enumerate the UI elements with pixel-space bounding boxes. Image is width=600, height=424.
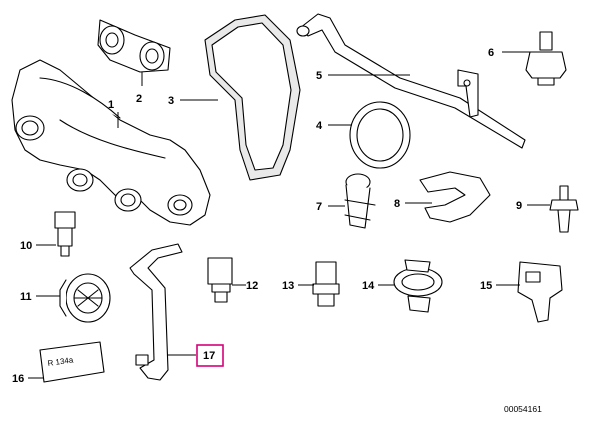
callout-11[interactable]: 11 xyxy=(20,291,32,303)
callout-2[interactable]: 2 xyxy=(136,93,142,105)
callout-8[interactable]: 8 xyxy=(394,198,400,210)
callout-3[interactable]: 3 xyxy=(168,95,174,107)
part-6-mount[interactable] xyxy=(525,31,567,86)
part-15-double-clip[interactable] xyxy=(517,261,563,323)
part-4-o-ring[interactable] xyxy=(349,101,411,169)
callout-17-highlight-box xyxy=(196,344,224,367)
part-16-label[interactable]: R 134a xyxy=(39,341,105,383)
callout-10[interactable]: 10 xyxy=(20,240,32,252)
callout-17[interactable]: 17 xyxy=(203,350,215,362)
callout-4[interactable]: 4 xyxy=(316,120,323,132)
part-9-rivet[interactable] xyxy=(549,185,579,233)
callout-5[interactable]: 5 xyxy=(316,70,322,82)
leader-lines xyxy=(28,51,550,379)
part-3-duct-cover[interactable] xyxy=(204,14,301,181)
part-17-pipe[interactable] xyxy=(129,243,183,381)
callout-9[interactable]: 9 xyxy=(516,200,522,212)
callout-7[interactable]: 7 xyxy=(316,201,322,213)
part-1-housing[interactable] xyxy=(11,59,211,226)
part-2-grommet[interactable] xyxy=(97,19,171,73)
callout-15[interactable]: 15 xyxy=(480,280,492,292)
callout-6[interactable]: 6 xyxy=(488,47,494,59)
callout-13[interactable]: 13 xyxy=(282,280,294,292)
callout-14[interactable]: 14 xyxy=(362,280,375,292)
callout-16[interactable]: 16 xyxy=(12,373,24,385)
part-11-cap[interactable] xyxy=(59,273,111,323)
part-8-bracket[interactable] xyxy=(419,171,491,223)
part-10-bleeder-screw[interactable] xyxy=(54,211,76,257)
callout-1[interactable]: 1 xyxy=(108,99,114,111)
label-16-text: R 134a xyxy=(47,355,74,368)
callout-12[interactable]: 12 xyxy=(246,280,258,292)
diagram-id: 00054161 xyxy=(504,404,542,414)
part-14-hose-clamp[interactable] xyxy=(393,259,443,313)
part-12-plug[interactable] xyxy=(207,257,233,303)
part-7-clip[interactable] xyxy=(344,173,376,229)
part-5-hose[interactable] xyxy=(296,13,526,149)
part-13-fitting[interactable] xyxy=(312,261,340,307)
